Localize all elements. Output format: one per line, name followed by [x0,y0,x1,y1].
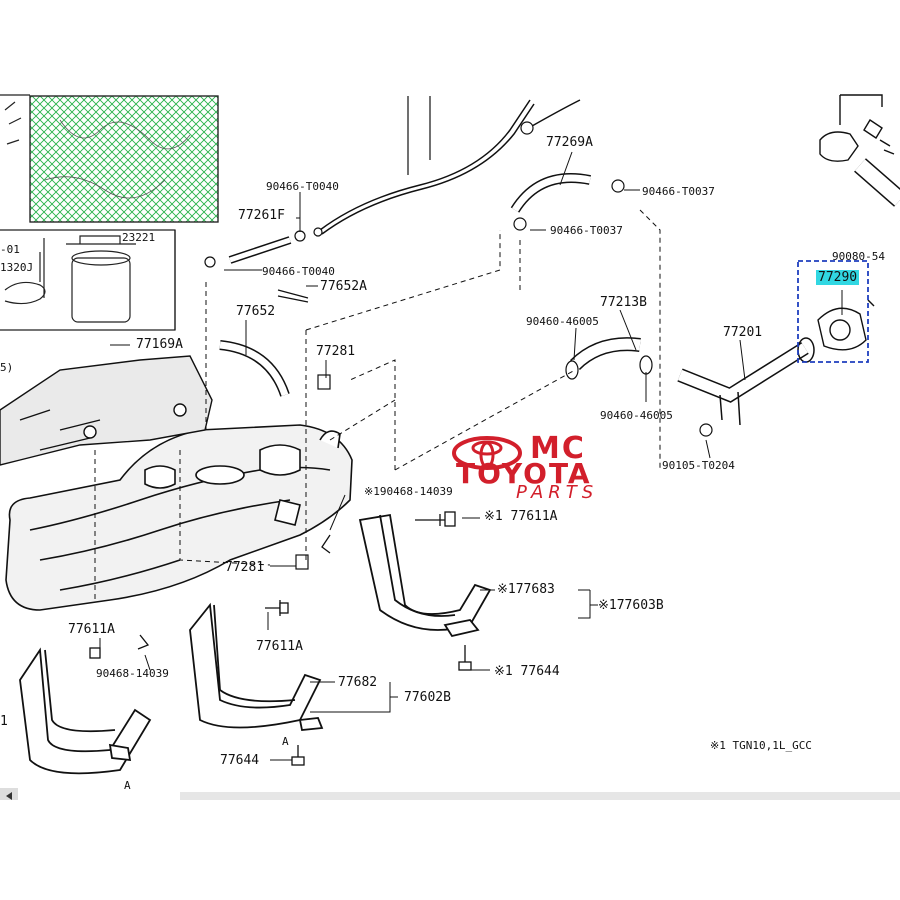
part-label-77611a-left: 77611A [68,622,115,637]
inset-label-1320j: 1320J [0,261,34,274]
part-label-77281-bottom: 77281 [225,560,265,575]
divider-lines [174,96,431,330]
highlight-callout-box [797,260,869,363]
part-label-77602b: 77602B [404,690,451,705]
part-label-77644-right: ※1 77644 [494,664,560,679]
part-label-77201: 77201 [723,325,763,340]
part-label-90468-14039-bottom: 90468-14039 [96,667,169,680]
bolts [89,511,472,766]
part-label-77652: 77652 [236,304,276,319]
part-label-77683: ※177683 [497,582,555,597]
part-label-77290: 77290 [816,270,860,285]
dashed-guides [94,209,661,600]
leader-lines [99,151,843,761]
tank-protector [0,355,213,466]
filler-cap-parts [817,94,895,351]
part-label-77611a-right: ※1 77611A [484,509,558,524]
part-label-90468-14039-top: ※190468-14039 [364,485,453,498]
clamps [204,121,713,570]
part-label-90466-t0037-b: 90466-T0037 [550,224,623,237]
part-label-90466-t0040-mid: 90466-T0040 [262,265,335,278]
toyota-logo-icon [452,436,522,470]
watermark-mc: MC [530,431,586,466]
footnote-model-code: ※1 TGN10,1L_GCC [710,739,812,752]
bottom-scroll-strip [0,788,900,800]
edge-label-5: 5) [0,361,14,374]
part-label-77213b: 77213B [600,295,647,310]
part-label-77682: 77682 [338,675,378,690]
watermark-parts: PARTS [516,482,599,503]
inset-label-01: -01 [0,243,20,256]
edge-label-a-2: A [282,735,289,748]
part-label-77269a: 77269A [546,135,593,150]
part-label-77644-left: 77644 [220,753,260,768]
part-label-77261f: 77261F [238,208,285,223]
part-label-77281-top: 77281 [316,344,356,359]
fuel-tank [5,424,353,611]
watermark-toyota: TOYOTA [456,457,592,490]
part-label-90466-t0040-top: 90466-T0040 [266,180,339,193]
part-label-90460-46005-a: 90460-46005 [526,315,599,328]
part-label-90080-54: 90080-54 [832,250,885,263]
part-label-90105-t0204: 90105-T0204 [662,459,735,472]
fuel-lines [219,99,900,426]
hatched-inset-area [29,95,219,223]
part-label-90460-46005-b: 90460-46005 [600,409,673,422]
part-label-90466-t0037-a: 90466-T0037 [642,185,715,198]
part-label-77290-highlight: 77290 [816,270,860,285]
part-label-77169a: 77169A [136,337,183,352]
part-label-77611a-middle: 77611A [256,639,303,654]
edge-label-a-1: A [124,779,131,792]
inset-label-23221: 23221 [122,231,156,244]
inset-panel [0,94,219,331]
edge-label-1: 1 [0,714,8,729]
part-label-77652a: 77652A [320,279,367,294]
part-label-77603b: ※177603B [598,598,664,613]
tank-straps [19,513,492,775]
